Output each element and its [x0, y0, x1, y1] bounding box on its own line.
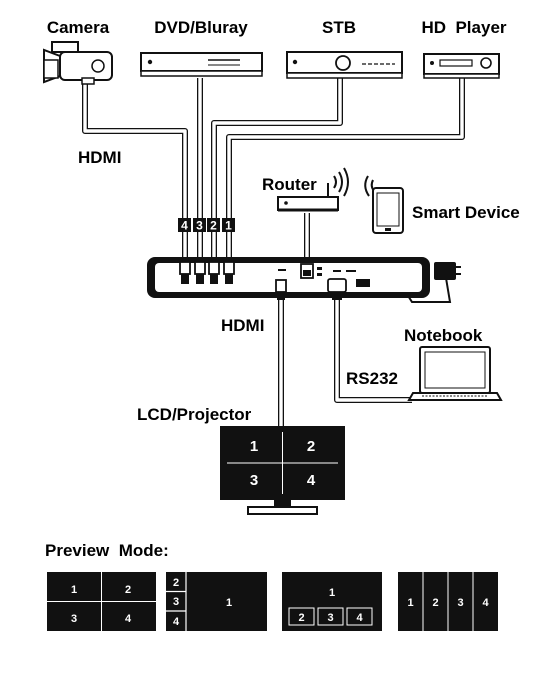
quad-number: 2 [307, 438, 315, 455]
preview-mode-side-pip: 2 3 4 1 [166, 572, 267, 631]
dvd-label: DVD/Bluray [154, 18, 248, 37]
mode-number: 3 [71, 613, 77, 625]
quad-number: 4 [307, 472, 316, 489]
port-number: 2 [210, 219, 217, 233]
rs232-label: RS232 [346, 369, 398, 388]
smart-device-label: Smart Device [412, 203, 520, 222]
preview-mode-quad: 1 2 3 4 [47, 572, 156, 631]
port-number: 4 [181, 219, 188, 233]
rs232-cable [334, 300, 412, 403]
preview-mode-columns: 1 2 3 4 [398, 572, 498, 631]
mode-number: 3 [327, 612, 333, 624]
router-icon [277, 183, 339, 212]
display-quad-numbers: 1 2 3 4 [250, 438, 316, 489]
mode-number: 3 [173, 596, 179, 608]
quad-number: 1 [250, 438, 258, 455]
mode-number: 2 [125, 584, 131, 596]
rs232-connector [327, 270, 347, 300]
stb-label: STB [322, 18, 356, 37]
quad-number: 3 [250, 472, 258, 489]
mode-number: 1 [226, 597, 232, 609]
hdmi-output-label: HDMI [221, 316, 264, 335]
mode-number: 2 [173, 577, 179, 589]
mode-number: 2 [298, 612, 304, 624]
mode-number: 4 [173, 616, 180, 628]
power-adapter-icon [434, 262, 461, 280]
mode-number: 1 [407, 597, 413, 609]
camera-icon [43, 41, 113, 85]
mode-number: 4 [482, 597, 489, 609]
lan-port-icon [300, 263, 322, 279]
hd-player-icon [423, 53, 500, 79]
input-port-badges: 4 3 2 1 [178, 218, 235, 233]
wifi-signal-icon [333, 167, 375, 197]
preview-mode-bottom-pip: 1 2 3 4 [282, 572, 382, 631]
router-label: Router [262, 175, 317, 194]
hdmi-cables-inputs [82, 78, 465, 262]
hdmi-input-label: HDMI [78, 148, 121, 167]
mode-number: 3 [457, 597, 463, 609]
lcd-display [220, 426, 345, 515]
mode-number: 1 [71, 584, 77, 596]
mode-number: 4 [356, 612, 363, 624]
dvd-player-icon [140, 52, 263, 77]
mode-number: 1 [329, 587, 335, 599]
camera-label: Camera [47, 18, 110, 37]
tablet-icon [372, 187, 404, 234]
mode-number: 4 [125, 613, 132, 625]
display-label: LCD/Projector [137, 405, 252, 424]
hdmi-input-connectors [179, 261, 235, 284]
port-number: 3 [196, 219, 203, 233]
port-number: 1 [225, 219, 232, 233]
notebook-label: Notebook [404, 326, 483, 345]
power-port-icon [346, 270, 370, 287]
hd-player-label: HD Player [421, 18, 506, 37]
set-top-box-icon [286, 51, 403, 79]
notebook-icon [407, 346, 503, 401]
hdmi-output-connector [275, 269, 287, 300]
preview-mode-title: Preview Mode: [45, 541, 169, 560]
mode-number: 2 [432, 597, 438, 609]
